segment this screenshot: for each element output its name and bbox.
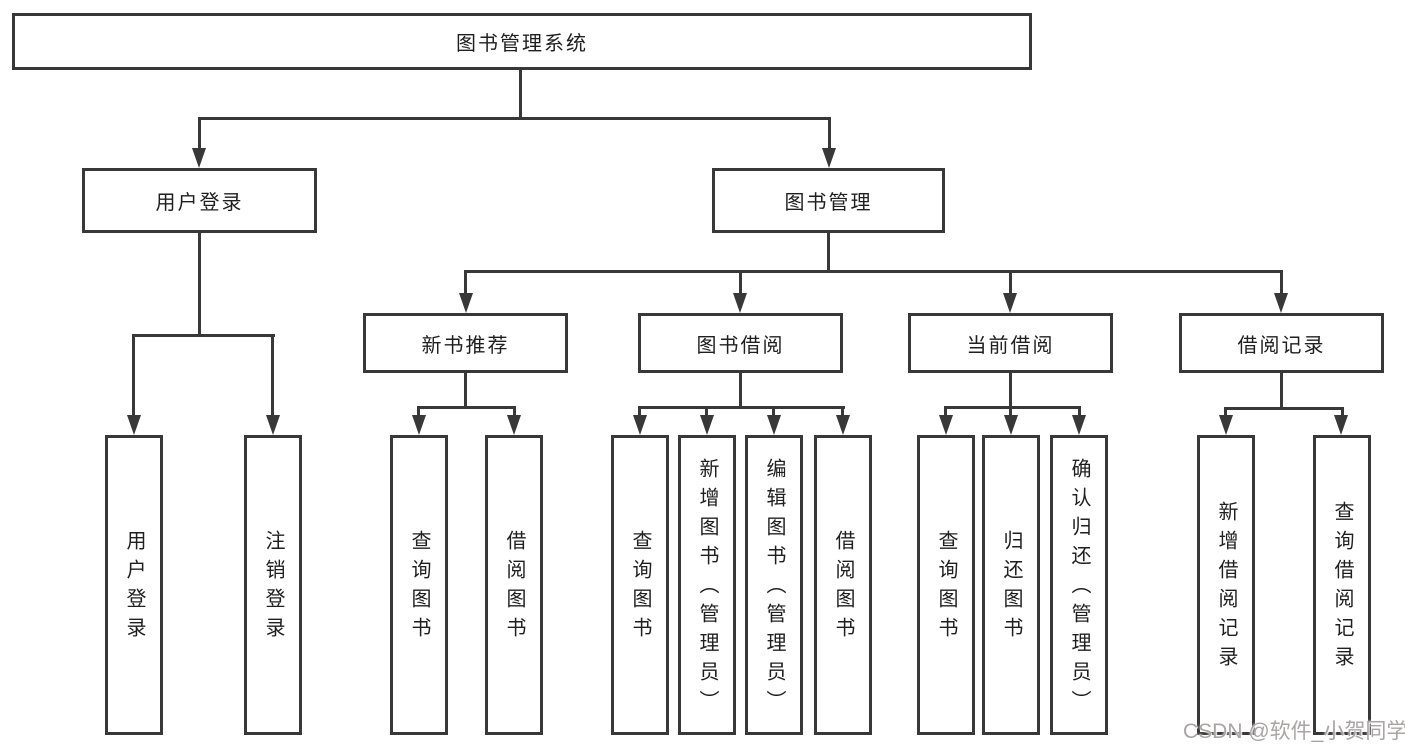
- node-book-management: 图书管理: [712, 168, 945, 233]
- arrowhead: [939, 415, 953, 435]
- node-label: 新书推荐: [421, 334, 510, 357]
- leaf-user-login: 用户登录: [105, 435, 163, 735]
- leaf-return-books: 归还图书: [982, 435, 1040, 735]
- connector: [198, 233, 201, 337]
- arrowhead: [127, 415, 141, 435]
- arrowhead: [1219, 415, 1233, 435]
- node-label: 借阅记录: [1237, 334, 1326, 357]
- arrowhead: [733, 293, 747, 313]
- connector: [1224, 407, 1344, 410]
- connector: [705, 406, 708, 420]
- connector: [464, 373, 467, 409]
- leaf-logout: 注销登录: [244, 435, 302, 735]
- node-borrowing-records: 借阅记录: [1179, 313, 1384, 373]
- connector: [828, 117, 831, 153]
- node-book-borrowing: 图书借阅: [638, 313, 843, 373]
- node-label: 图书管理系统: [456, 33, 588, 55]
- leaf-query-borrow-record: 查询借阅记录: [1313, 435, 1371, 735]
- connector: [1078, 406, 1081, 420]
- connector: [464, 270, 1283, 273]
- node-new-book-recommendation: 新书推荐: [363, 313, 568, 373]
- connector: [417, 406, 516, 409]
- connector: [417, 406, 420, 420]
- node-label: 图书管理: [784, 192, 873, 214]
- arrowhead: [507, 415, 521, 435]
- node-label: 图书借阅: [696, 334, 785, 357]
- arrowhead: [1334, 415, 1348, 435]
- leaf-borrow-books-recommend: 借阅图书: [485, 435, 543, 735]
- connector: [1009, 373, 1012, 409]
- arrowhead: [412, 415, 426, 435]
- arrowhead: [633, 415, 647, 435]
- arrowhead: [836, 415, 850, 435]
- connector: [271, 334, 274, 418]
- connector: [638, 406, 641, 420]
- connector: [1280, 270, 1283, 298]
- leaf-query-books-borrowing: 查询图书: [611, 435, 669, 735]
- connector: [1341, 407, 1344, 420]
- arrowhead: [1004, 415, 1018, 435]
- connector: [841, 406, 844, 420]
- connector: [1224, 407, 1227, 420]
- connector: [198, 117, 201, 153]
- connector: [944, 406, 1081, 409]
- arrowhead: [700, 415, 714, 435]
- arrowhead: [767, 415, 781, 435]
- connector: [638, 406, 845, 409]
- arrowhead: [266, 415, 280, 435]
- node-label: 用户登录: [155, 192, 244, 214]
- connector: [1280, 373, 1283, 410]
- connector: [132, 334, 275, 337]
- node-label: 当前借阅: [966, 334, 1055, 357]
- arrowhead: [1003, 293, 1017, 313]
- connector: [944, 406, 947, 420]
- leaf-borrow-books: 借阅图书: [814, 435, 872, 735]
- connector: [827, 233, 830, 273]
- leaf-add-books-admin: 新增图书（管理员）: [678, 435, 736, 735]
- leaf-query-books-recommend: 查询图书: [390, 435, 448, 735]
- connector: [1009, 270, 1012, 298]
- leaf-add-borrow-record: 新增借阅记录: [1197, 435, 1255, 735]
- arrowhead: [192, 148, 206, 168]
- arrowhead: [1274, 293, 1288, 313]
- node-library-management-system: 图书管理系统: [12, 13, 1032, 70]
- connector: [739, 270, 742, 298]
- connector: [198, 117, 831, 120]
- arrowhead: [1072, 415, 1086, 435]
- arrowhead: [459, 293, 473, 313]
- connector: [519, 69, 522, 118]
- connector: [464, 270, 467, 298]
- connector: [1009, 406, 1012, 420]
- node-user-login: 用户登录: [82, 168, 317, 233]
- connector: [132, 334, 135, 418]
- leaf-edit-books-admin: 编辑图书（管理员）: [745, 435, 803, 735]
- watermark: CSDN @软件_小贺同学: [1183, 720, 1405, 743]
- node-current-borrowing: 当前借阅: [908, 313, 1113, 373]
- connector: [513, 406, 516, 420]
- leaf-confirm-return-admin: 确认归还（管理员）: [1050, 435, 1108, 735]
- connector: [739, 373, 742, 409]
- leaf-query-books-current: 查询图书: [917, 435, 975, 735]
- connector: [772, 406, 775, 420]
- arrowhead: [822, 148, 836, 168]
